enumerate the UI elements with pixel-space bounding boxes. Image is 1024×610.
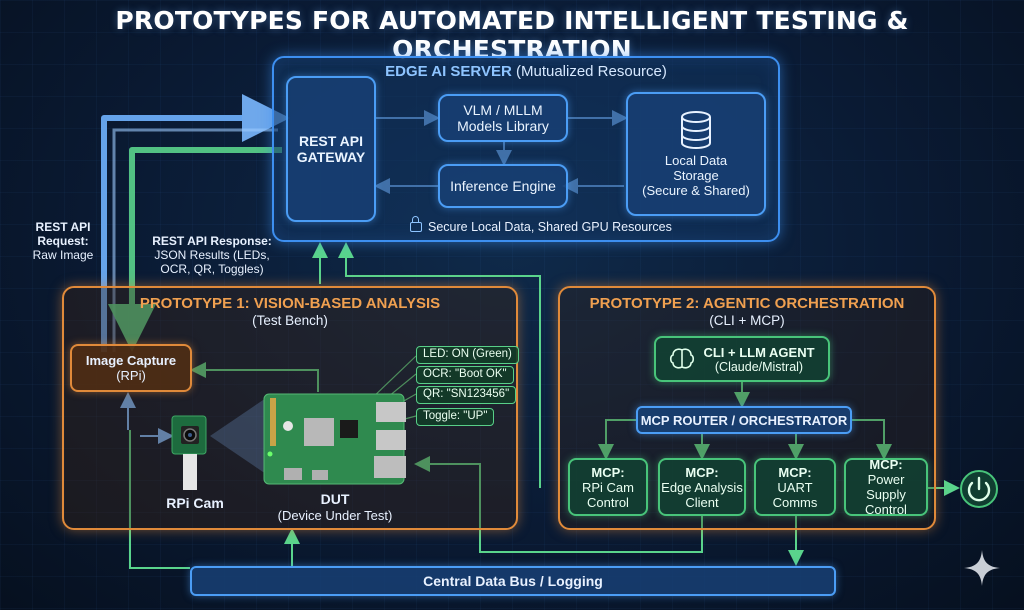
server-title: EDGE AI SERVER (Mutualized Resource) (385, 63, 667, 80)
p2-header: PROTOTYPE 2: AGENTIC ORCHESTRATION (CLI … (589, 295, 905, 328)
brain-icon (670, 348, 695, 369)
inference-engine: Inference Engine (438, 164, 568, 208)
rpi-cam-label: RPi Cam (166, 495, 224, 511)
secure-note: Secure Local Data, Shared GPU Resources (410, 216, 672, 235)
dut-label: DUT (Device Under Test) (277, 491, 393, 524)
models-library: VLM / MLLM Models Library (438, 94, 568, 142)
callout-led: LED: ON (Green) (416, 346, 519, 364)
central-data-bus: Central Data Bus / Logging (190, 566, 836, 596)
p1-header: PROTOTYPE 1: VISION-BASED ANALYSIS (Test… (139, 295, 441, 328)
sparkle-icon (964, 550, 1000, 586)
mcp-uart-comms: MCP: UART Comms (754, 458, 836, 516)
page-title: PROTOTYPES FOR AUTOMATED INTELLIGENT TES… (115, 6, 909, 64)
mcp-edge-analysis-client: MCP: Edge Analysis Client (658, 458, 746, 516)
cli-llm-agent: CLI + LLM AGENT (Claude/Mistral) (654, 336, 830, 382)
local-data-storage: Local Data Storage (Secure & Shared) (626, 92, 766, 216)
camera-icon (171, 415, 207, 490)
mcp-power-supply-control: MCP: Power Supply Control (844, 457, 928, 517)
rest-api-gateway: REST API GATEWAY (286, 76, 376, 222)
callout-toggle: Toggle: "UP" (416, 408, 495, 426)
camera-view-cone (210, 398, 266, 474)
mcp-rpi-cam-control: MCP: RPi Cam Control (568, 458, 648, 516)
database-icon (681, 110, 711, 149)
response-label: REST API Response: JSON Results (LEDs, O… (152, 234, 272, 276)
callout-ocr: OCR: "Boot OK" (416, 366, 514, 384)
request-arrow (101, 94, 290, 352)
callout-qr: QR: "SN123456" (416, 386, 517, 404)
board-icon (263, 393, 406, 485)
request-label: REST API Request: Raw Image (32, 220, 94, 262)
response-arrow (108, 147, 282, 352)
image-capture-node: Image Capture (RPi) (70, 344, 192, 392)
lock-icon (410, 216, 422, 232)
mcp-router: MCP ROUTER / ORCHESTRATOR (636, 406, 852, 434)
power-icon (960, 470, 998, 508)
